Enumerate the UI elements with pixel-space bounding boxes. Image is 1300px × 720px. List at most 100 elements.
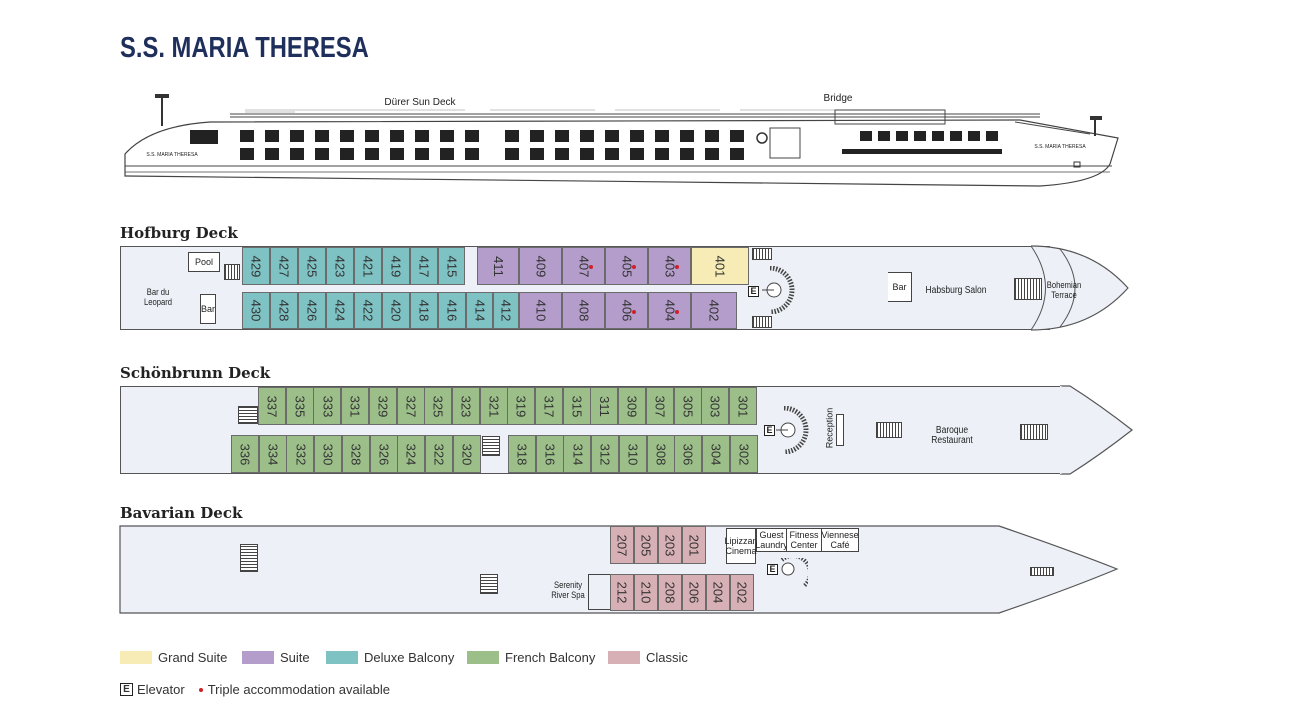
cabin-425[interactable]: 425 xyxy=(298,247,326,285)
cabin-210[interactable]: 210 xyxy=(634,574,658,611)
cabin-414[interactable]: 414 xyxy=(466,292,493,329)
cabin-430[interactable]: 430 xyxy=(242,292,270,329)
cabin-304[interactable]: 304 xyxy=(701,435,730,473)
cabin-320[interactable]: 320 xyxy=(452,435,481,473)
ship-profile: Dürer Sun Deck Bridge S.S. MARIA THERESA… xyxy=(124,93,1119,187)
cabin-336[interactable]: 336 xyxy=(231,435,259,473)
cabin-327[interactable]: 327 xyxy=(396,387,425,425)
elevator-icon: E xyxy=(764,425,775,436)
cabin-318[interactable]: 318 xyxy=(508,435,536,473)
cabin-208[interactable]: 208 xyxy=(658,574,682,611)
bavarian-hull xyxy=(119,525,1119,614)
cabin-422[interactable]: 422 xyxy=(354,292,382,329)
cabin-405[interactable]: 405 xyxy=(605,247,648,285)
cabin-309[interactable]: 309 xyxy=(618,387,647,425)
cabin-418[interactable]: 418 xyxy=(410,292,438,329)
cabin-number: 212 xyxy=(614,581,630,604)
legend-item: Deluxe Balcony xyxy=(326,650,454,665)
cabin-number: 430 xyxy=(248,299,264,322)
cabin-421[interactable]: 421 xyxy=(354,247,382,285)
cabin-201[interactable]: 201 xyxy=(682,526,706,564)
cabin-403[interactable]: 403 xyxy=(648,247,691,285)
stairs-icon xyxy=(1030,567,1054,576)
cabin-205[interactable]: 205 xyxy=(634,526,658,564)
cabin-303[interactable]: 303 xyxy=(701,387,730,425)
cabin-306[interactable]: 306 xyxy=(674,435,703,473)
cabin-number: 328 xyxy=(348,443,364,465)
cabin-412[interactable]: 412 xyxy=(493,292,519,329)
cabin-202[interactable]: 202 xyxy=(730,574,754,611)
cabin-331[interactable]: 331 xyxy=(341,387,370,425)
cabin-319[interactable]: 319 xyxy=(507,387,536,425)
cabin-329[interactable]: 329 xyxy=(368,387,397,425)
cabin-number: 205 xyxy=(638,534,654,556)
cabin-206[interactable]: 206 xyxy=(682,574,706,611)
cabin-317[interactable]: 317 xyxy=(535,387,563,425)
cabin-204[interactable]: 204 xyxy=(706,574,730,611)
legend-label: Grand Suite xyxy=(158,650,228,665)
cabin-326[interactable]: 326 xyxy=(369,435,398,473)
cabin-415[interactable]: 415 xyxy=(438,247,465,285)
legend-item: French Balcony xyxy=(467,650,595,665)
cabin-416[interactable]: 416 xyxy=(438,292,466,329)
cabin-number: 424 xyxy=(332,299,348,322)
cabin-324[interactable]: 324 xyxy=(397,435,426,473)
cabin-312[interactable]: 312 xyxy=(591,435,620,473)
cabin-207[interactable]: 207 xyxy=(610,526,634,564)
cabin-305[interactable]: 305 xyxy=(673,387,702,425)
cabin-328[interactable]: 328 xyxy=(341,435,370,473)
cabin-315[interactable]: 315 xyxy=(562,387,591,425)
elevator-key-icon: E xyxy=(120,683,133,696)
cabin-number: 322 xyxy=(431,443,447,465)
cabin-334[interactable]: 334 xyxy=(258,435,287,473)
pool-label: Pool xyxy=(188,252,220,272)
cabin-420[interactable]: 420 xyxy=(382,292,410,329)
cabin-325[interactable]: 325 xyxy=(424,387,453,425)
cabin-428[interactable]: 428 xyxy=(270,292,298,329)
cabin-322[interactable]: 322 xyxy=(424,435,453,473)
cabin-310[interactable]: 310 xyxy=(618,435,647,473)
cabin-number: 423 xyxy=(332,255,348,277)
cabin-332[interactable]: 332 xyxy=(286,435,315,473)
cabin-423[interactable]: 423 xyxy=(326,247,354,285)
legend-swatch xyxy=(608,651,640,664)
cabin-427[interactable]: 427 xyxy=(270,247,298,285)
cabin-404[interactable]: 404 xyxy=(648,292,691,329)
cabin-316[interactable]: 316 xyxy=(535,435,564,473)
cabin-408[interactable]: 408 xyxy=(562,292,605,329)
spiral-staircase-icon xyxy=(776,406,809,454)
cabin-406[interactable]: 406 xyxy=(605,292,648,329)
cabin-419[interactable]: 419 xyxy=(382,247,410,285)
cabin-307[interactable]: 307 xyxy=(645,387,674,425)
cabin-321[interactable]: 321 xyxy=(479,387,508,425)
cabin-402[interactable]: 402 xyxy=(691,292,737,329)
habsburg-salon-label: Habsburg Salon xyxy=(925,285,987,296)
cabin-number: 308 xyxy=(652,443,668,465)
cabin-314[interactable]: 314 xyxy=(563,435,592,473)
cabin-401[interactable]: 401 xyxy=(691,247,749,285)
cabin-417[interactable]: 417 xyxy=(410,247,438,285)
cabin-311[interactable]: 311 xyxy=(590,387,619,425)
cabin-337[interactable]: 337 xyxy=(258,387,286,425)
legend-label: Deluxe Balcony xyxy=(364,650,455,665)
cabin-323[interactable]: 323 xyxy=(451,387,480,425)
cabin-410[interactable]: 410 xyxy=(519,292,562,329)
cabin-335[interactable]: 335 xyxy=(285,387,314,425)
schonbrunn-bow xyxy=(1060,385,1133,475)
cabin-407[interactable]: 407 xyxy=(562,247,605,285)
cabin-308[interactable]: 308 xyxy=(646,435,675,473)
cabin-number: 422 xyxy=(360,299,376,322)
cabin-409[interactable]: 409 xyxy=(519,247,562,285)
cabin-330[interactable]: 330 xyxy=(314,435,343,473)
cabin-302[interactable]: 302 xyxy=(729,435,758,473)
cabin-429[interactable]: 429 xyxy=(242,247,270,285)
cabin-212[interactable]: 212 xyxy=(610,574,634,611)
cabin-424[interactable]: 424 xyxy=(326,292,354,329)
cabin-426[interactable]: 426 xyxy=(298,292,326,329)
cabin-333[interactable]: 333 xyxy=(313,387,342,425)
cabin-number: 428 xyxy=(276,299,292,322)
cabin-301[interactable]: 301 xyxy=(728,387,757,425)
cabin-203[interactable]: 203 xyxy=(658,526,682,564)
cabin-411[interactable]: 411 xyxy=(477,247,519,285)
